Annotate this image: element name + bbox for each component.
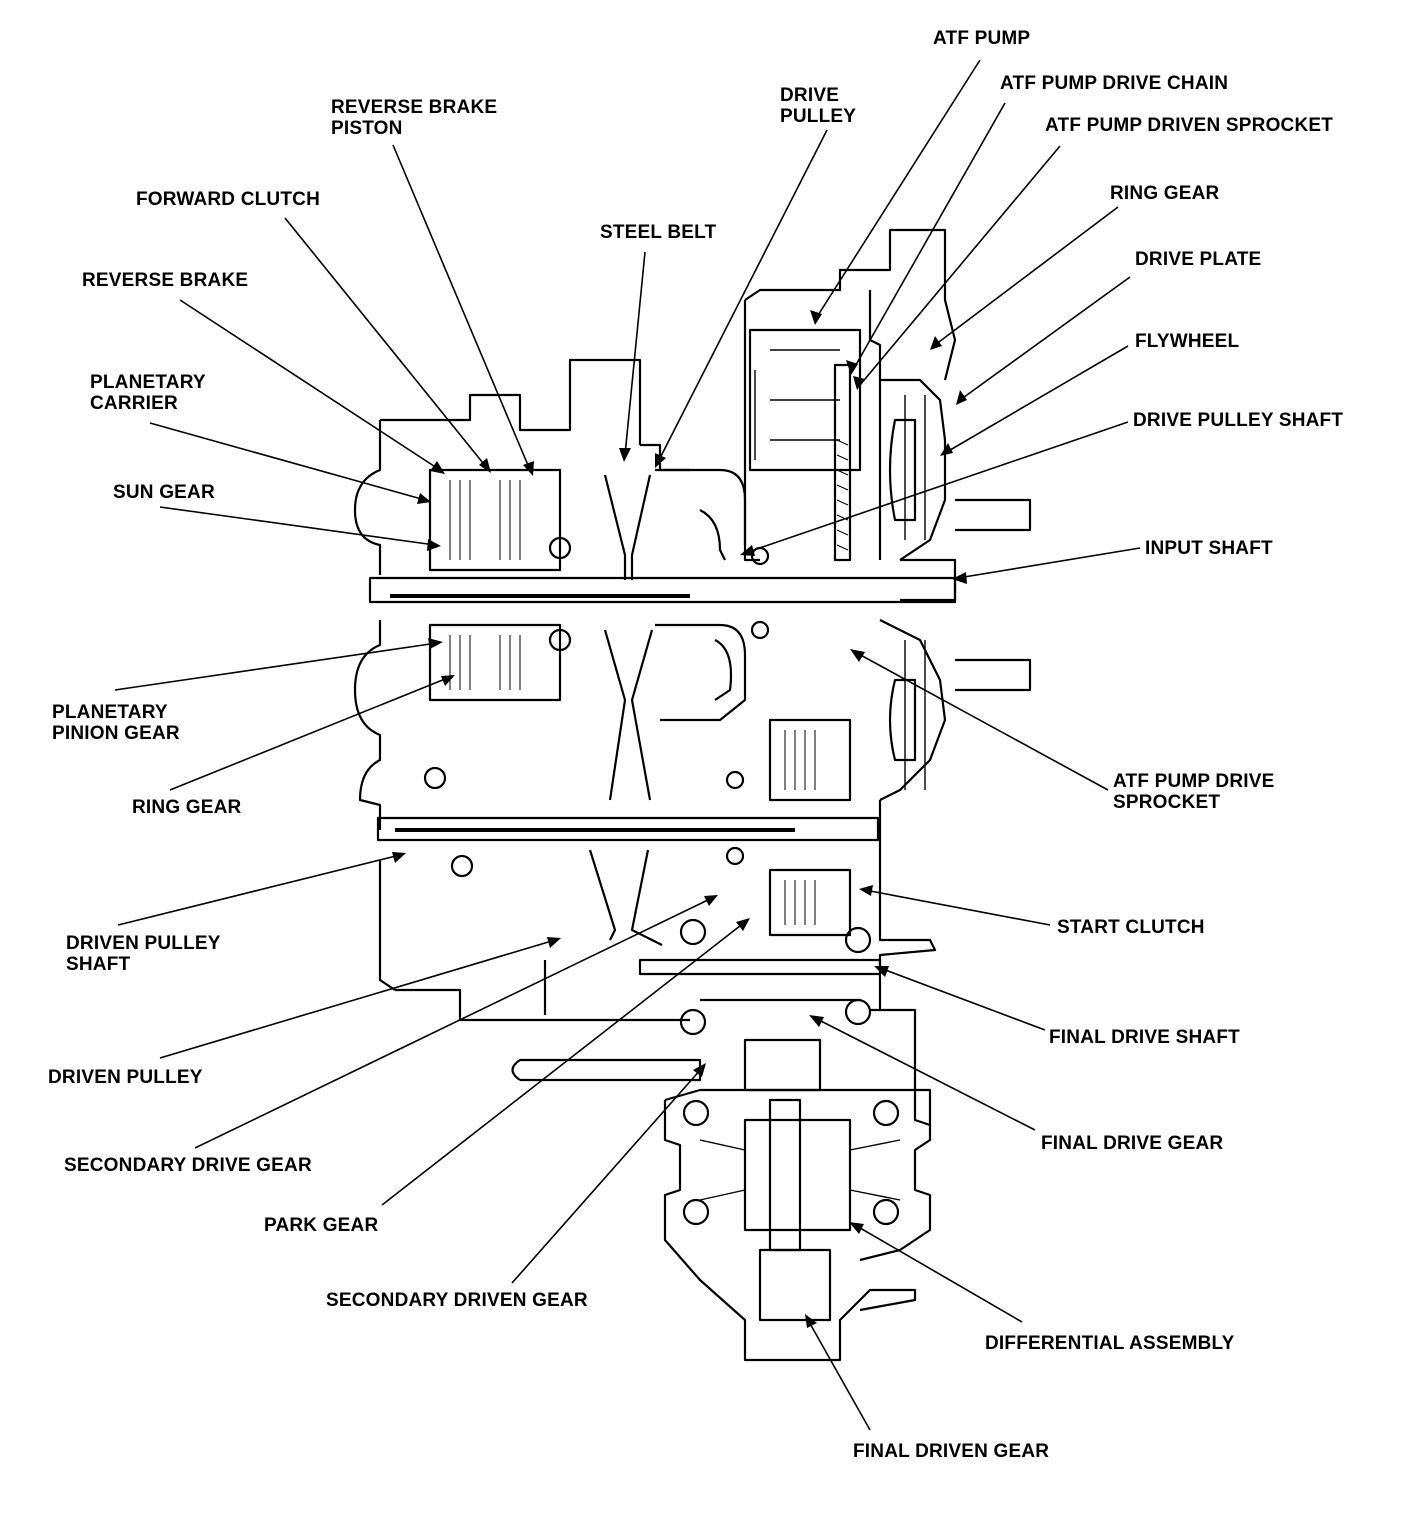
label-forward-clutch: FORWARD CLUTCH: [136, 189, 320, 210]
label-flywheel: FLYWHEEL: [1135, 331, 1240, 352]
label-atf-pump: ATF PUMP: [933, 28, 1031, 49]
label-planetary-carrier: PLANETARY CARRIER: [90, 372, 206, 414]
label-atf-pump-drive-sprocket: ATF PUMP DRIVE SPROCKET: [1113, 771, 1275, 813]
label-atf-pump-drive-chain: ATF PUMP DRIVE CHAIN: [1000, 73, 1229, 94]
label-reverse-brake: REVERSE BRAKE: [82, 270, 249, 291]
label-input-shaft: INPUT SHAFT: [1145, 538, 1273, 559]
label-driven-pulley: DRIVEN PULLEY: [48, 1067, 203, 1088]
label-differential-assembly: DIFFERENTIAL ASSEMBLY: [985, 1333, 1235, 1354]
label-secondary-drive-gear: SECONDARY DRIVE GEAR: [64, 1155, 312, 1176]
label-planetary-pinion-gear: PLANETARY PINION GEAR: [52, 702, 180, 744]
label-sun-gear: SUN GEAR: [113, 482, 215, 503]
input-shaft-body: [368, 576, 957, 604]
label-driven-pulley-shaft: DRIVEN PULLEY SHAFT: [66, 933, 221, 975]
label-drive-pulley-shaft: DRIVE PULLEY SHAFT: [1133, 410, 1344, 431]
transmission-housing: [353, 228, 1032, 1362]
label-reverse-brake-piston: REVERSE BRAKE PISTON: [331, 97, 498, 139]
label-final-drive-gear: FINAL DRIVE GEAR: [1041, 1133, 1224, 1154]
label-ring-gear-bottom: RING GEAR: [132, 797, 242, 818]
label-ring-gear-top: RING GEAR: [1110, 183, 1220, 204]
label-drive-pulley: DRIVE PULLEY: [780, 85, 857, 127]
leader-lines: [114, 59, 1141, 1431]
label-start-clutch: START CLUTCH: [1057, 917, 1205, 938]
label-steel-belt: STEEL BELT: [600, 222, 717, 243]
label-final-drive-shaft: FINAL DRIVE SHAFT: [1049, 1027, 1240, 1048]
label-drive-plate: DRIVE PLATE: [1135, 249, 1262, 270]
label-final-driven-gear: FINAL DRIVEN GEAR: [853, 1441, 1050, 1462]
driven-pulley-shaft-body: [376, 816, 880, 842]
label-park-gear: PARK GEAR: [264, 1215, 379, 1236]
label-secondary-driven-gear: SECONDARY DRIVEN GEAR: [326, 1290, 588, 1311]
label-atf-pump-driven-sprocket: ATF PUMP DRIVEN SPROCKET: [1045, 115, 1334, 136]
